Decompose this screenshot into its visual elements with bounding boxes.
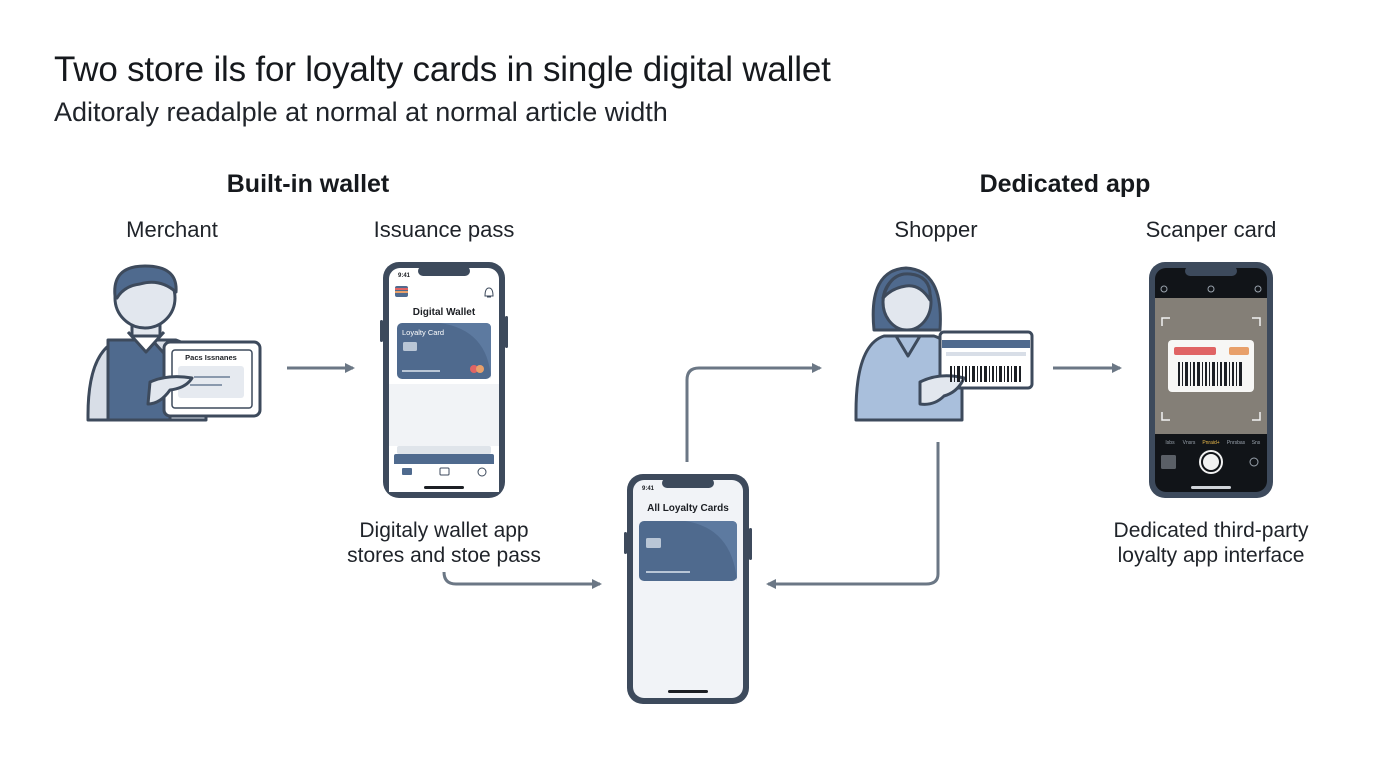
tab-wallet-icon: [439, 467, 450, 476]
scanned-card-barcode: [1178, 362, 1242, 386]
issuance-loyalty-card: [397, 323, 491, 379]
card-chip: [403, 342, 417, 351]
shopper-label: Shopper: [894, 217, 978, 242]
scanner-caption-line-1: Dedicated third-party: [1113, 519, 1309, 542]
settings-icon: [1254, 285, 1262, 293]
scanned-card-orange-bar: [1229, 347, 1249, 355]
scanner-caption-line-2: loyalty app interface: [1117, 544, 1305, 567]
arrow-issuance-to-wallet: [442, 571, 602, 589]
flip-camera-icon: [1249, 457, 1259, 467]
scanner-caption: Dedicated third-party loyalty app interf…: [1114, 518, 1309, 568]
camera-mode-4: Pnrsbas: [1227, 440, 1246, 446]
flow-arrows: [287, 363, 1122, 589]
diagram-subtitle: Aditoraly readalple at normal at normal …: [54, 97, 668, 127]
tab-card-icon: [402, 468, 412, 475]
live-icon: [1207, 285, 1215, 293]
flash-icon: [1160, 285, 1168, 293]
scanned-card-red-bar: [1174, 347, 1216, 355]
merchant-tablet-panel: [178, 366, 244, 398]
issuance-pass-label: Issuance pass: [373, 217, 515, 242]
merchant-tablet-text: Pacs Issnanes: [185, 353, 237, 362]
wallet-screen-title: All Loyalty Cards: [647, 503, 729, 514]
tab-profile-icon: [477, 467, 487, 477]
issuance-caption-line-1: Digitaly wallet app: [359, 519, 529, 542]
shopper-hand: [918, 374, 966, 406]
camera-mode-5: Sns: [1252, 440, 1261, 446]
section-dedicated-app: Dedicated app: [979, 170, 1151, 198]
issuance-caption-line-2: stores and stoe pass: [347, 544, 541, 567]
gallery-thumbnail: [1161, 455, 1176, 469]
issuance-status-time: 9:41: [398, 273, 411, 279]
issuance-screen-title: Digital Wallet: [413, 307, 476, 318]
camera-mode-3: Pnraid+: [1202, 440, 1219, 446]
wallet-loyalty-card: [639, 521, 737, 581]
shutter-button: [1199, 450, 1223, 474]
shopper-figure: [854, 266, 1034, 422]
wallet-card-chip: [646, 538, 661, 548]
camera-mode-1: Isbs: [1165, 440, 1175, 446]
wallet-status-time: 9:41: [642, 486, 655, 492]
arrow-wallet-to-shopper: [685, 363, 822, 462]
arrow-shopper-to-wallet: [766, 442, 940, 589]
all-loyalty-cards-phone: 9:41 All Loyalty Cards: [624, 474, 752, 704]
shopper-card-barcode: [950, 366, 1021, 382]
merchant-figure: [86, 264, 262, 422]
merchant-hair: [113, 264, 178, 300]
scanner-phone: Isbs Vnsrs Pnraid+ Pnrsbas Sns: [1149, 262, 1273, 498]
issuance-phone: 9:41 Digital Wallet Loyalty Card: [380, 262, 508, 498]
section-built-in-wallet: Built-in wallet: [226, 170, 390, 198]
camera-mode-2: Vnsrs: [1183, 440, 1196, 446]
merchant-hand: [146, 375, 194, 406]
issuance-card-label: Loyalty Card: [402, 328, 444, 337]
issuance-caption: Digitaly wallet app stores and stoe pass: [347, 518, 541, 568]
bell-icon: [484, 287, 494, 298]
diagram-title: Two store ils for loyalty cards in singl…: [54, 50, 831, 89]
shopper-collar: [894, 335, 922, 358]
scanner-card-label: Scanper card: [1145, 217, 1277, 242]
merchant-label: Merchant: [126, 217, 218, 242]
